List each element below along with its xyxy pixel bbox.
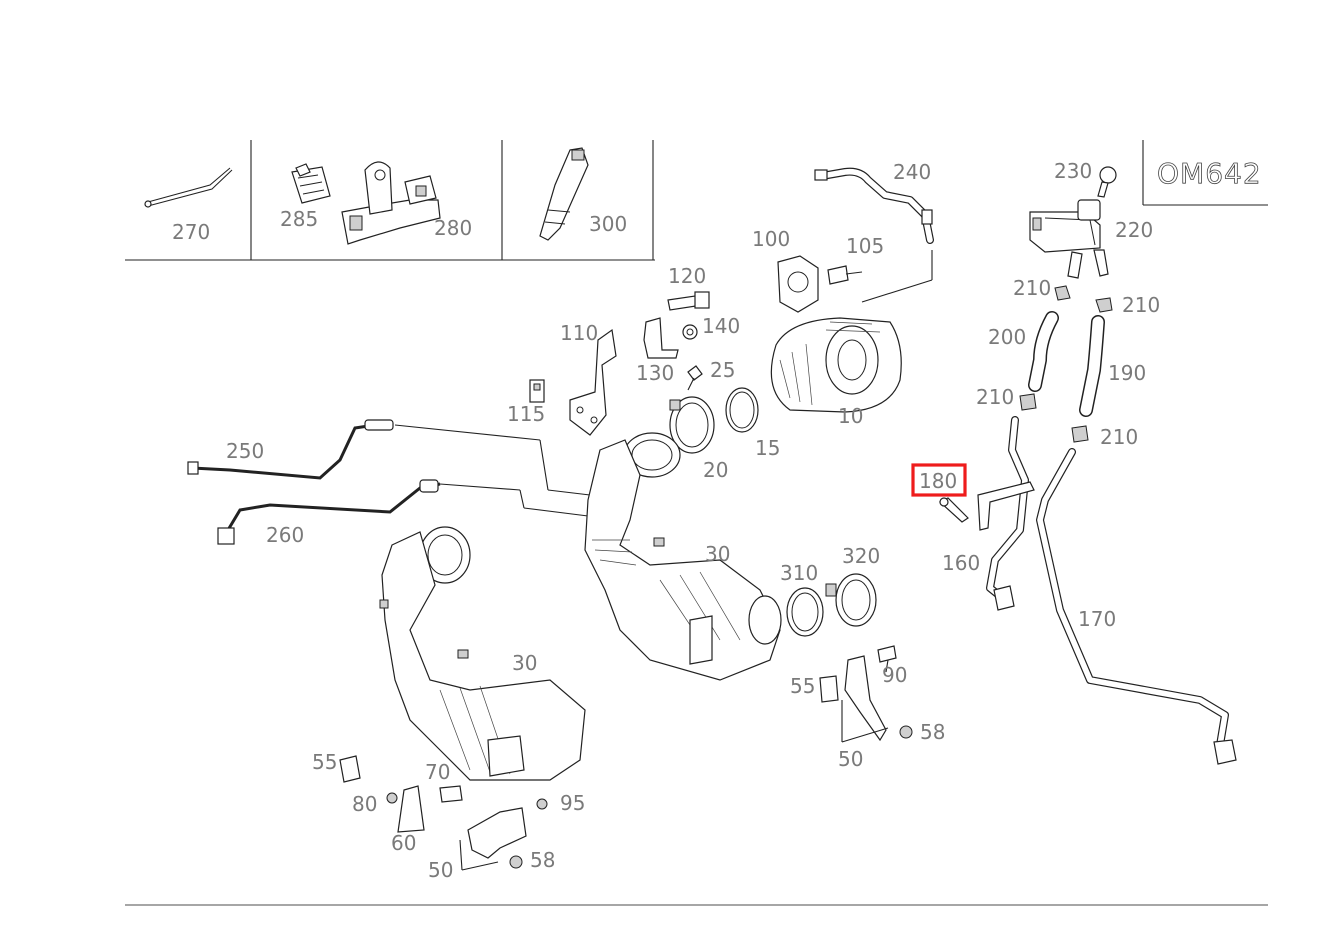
engine-code-box: OM642: [1142, 140, 1268, 206]
label-310[interactable]: 310: [780, 561, 818, 585]
label-250[interactable]: 250: [226, 439, 264, 463]
label-60[interactable]: 60: [391, 831, 416, 855]
engine-code: OM642: [1157, 157, 1262, 190]
part-20-clamp: [669, 396, 715, 454]
label-210-b[interactable]: 210: [1122, 293, 1160, 317]
inset-frame: [125, 140, 655, 261]
label-300[interactable]: 300: [589, 212, 627, 236]
part-110-bracket: [569, 328, 617, 436]
label-190[interactable]: 190: [1108, 361, 1146, 385]
label-30-a[interactable]: 30: [705, 542, 730, 566]
part-240-sensor-line: [814, 167, 934, 303]
part-160-pipe: [986, 416, 1029, 611]
label-58-b[interactable]: 58: [530, 848, 555, 872]
part-260-sensor-cable: [217, 479, 589, 545]
label-220[interactable]: 220: [1115, 218, 1153, 242]
label-50-a[interactable]: 50: [838, 747, 863, 771]
label-260[interactable]: 260: [266, 523, 304, 547]
label-160[interactable]: 160: [942, 551, 980, 575]
part-58-nut-right: [899, 725, 913, 739]
label-285[interactable]: 285: [280, 207, 318, 231]
part-15-gasket: [725, 387, 759, 433]
label-210-d[interactable]: 210: [1100, 425, 1138, 449]
label-320[interactable]: 320: [842, 544, 880, 568]
part-90-bolt: [877, 645, 897, 673]
label-15[interactable]: 15: [755, 436, 780, 460]
part-220-pressure-sensor: [1029, 199, 1109, 279]
label-180[interactable]: 180: [919, 469, 957, 493]
label-10[interactable]: 10: [838, 404, 863, 428]
part-10-catalyst: [770, 317, 902, 413]
label-230[interactable]: 230: [1054, 159, 1092, 183]
label-70[interactable]: 70: [425, 760, 450, 784]
part-210-clamps: [1019, 285, 1113, 443]
label-80[interactable]: 80: [352, 792, 377, 816]
part-250-sensor-cable: [187, 419, 591, 496]
part-190-hose: [1079, 315, 1105, 417]
label-58-a[interactable]: 58: [920, 720, 945, 744]
part-270-cable-tie: [144, 167, 233, 208]
part-30-dpf-lower: [379, 526, 586, 781]
label-210-a[interactable]: 210: [1013, 276, 1051, 300]
highlight-box-180: [911, 463, 967, 497]
label-90[interactable]: 90: [882, 663, 907, 687]
label-200[interactable]: 200: [988, 325, 1026, 349]
label-20[interactable]: 20: [703, 458, 728, 482]
label-170[interactable]: 170: [1078, 607, 1116, 631]
part-130-clip: [643, 317, 679, 359]
part-labels: 270 285 280 300 240 230 220 100 105 120 …: [172, 159, 1160, 882]
label-30-b[interactable]: 30: [512, 651, 537, 675]
label-140[interactable]: 140: [702, 314, 740, 338]
label-110[interactable]: 110: [560, 321, 598, 345]
label-270[interactable]: 270: [172, 220, 210, 244]
part-30-dpf-upper: [584, 432, 782, 681]
label-240[interactable]: 240: [893, 160, 931, 184]
label-100[interactable]: 100: [752, 227, 790, 251]
part-310-gasket: [786, 587, 824, 637]
label-105[interactable]: 105: [846, 234, 884, 258]
part-180-bracket: [938, 481, 1035, 531]
part-25-bolt: [687, 365, 703, 391]
part-lower-mounts: [339, 755, 548, 871]
part-230-bolt: [1097, 166, 1117, 198]
part-280-bracket: [341, 161, 441, 245]
part-170-pipe: [1036, 448, 1237, 765]
part-100-gasket: [777, 255, 819, 313]
part-140-nut: [682, 324, 698, 340]
label-55-a[interactable]: 55: [790, 674, 815, 698]
label-120[interactable]: 120: [668, 264, 706, 288]
part-105-bolt: [827, 265, 863, 285]
label-95[interactable]: 95: [560, 791, 585, 815]
part-120-bolt: [667, 291, 710, 311]
label-50-b[interactable]: 50: [428, 858, 453, 882]
label-280[interactable]: 280: [434, 216, 472, 240]
label-25[interactable]: 25: [710, 358, 735, 382]
label-115[interactable]: 115: [507, 402, 545, 426]
label-130[interactable]: 130: [636, 361, 674, 385]
part-285-clip: [291, 163, 331, 204]
part-300-holder: [539, 147, 589, 241]
part-320-clamp: [825, 573, 877, 627]
label-210-c[interactable]: 210: [976, 385, 1014, 409]
label-55-b[interactable]: 55: [312, 750, 337, 774]
part-115-sensor: [529, 379, 545, 403]
part-50-mount-right: [819, 655, 889, 743]
part-200-hose: [1028, 311, 1059, 392]
